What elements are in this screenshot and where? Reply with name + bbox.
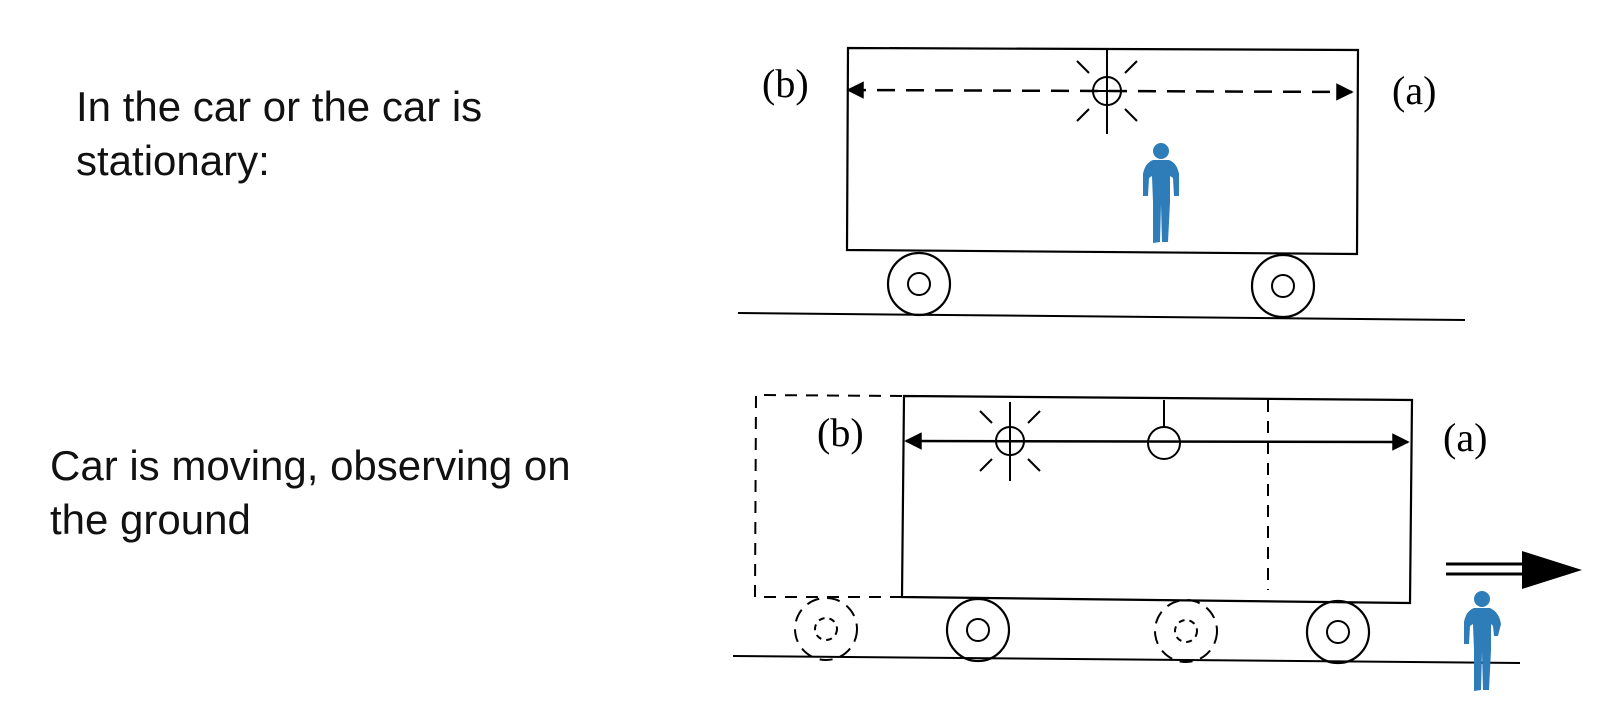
light-ray-dashed: [846, 81, 1354, 101]
label-b: (b): [817, 410, 864, 455]
caption-line: In the car or the car is: [76, 83, 483, 130]
label-a: (a): [1392, 68, 1436, 113]
stationary-car: (b) (a): [737, 46, 1466, 321]
ground-line: [732, 655, 1521, 664]
car-body: [900, 394, 1414, 605]
ground-line: [737, 312, 1466, 321]
arrow-right-icon: [1446, 551, 1582, 589]
bulb-mount: [1147, 400, 1181, 460]
wheel: [945, 597, 1011, 663]
person-icon: [1464, 591, 1501, 691]
light-ray-solid: [904, 432, 1410, 451]
previous-wheel: [1154, 599, 1218, 663]
caption-stationary: In the car or the car is stationary:: [76, 80, 482, 188]
wheel: [1305, 599, 1371, 665]
previous-wheel: [794, 597, 858, 661]
caption-line: stationary:: [76, 137, 270, 184]
flash-bulb-icon: [1076, 50, 1138, 134]
wheel: [1250, 253, 1316, 319]
person-icon: [1143, 143, 1179, 243]
label-a: (a): [1443, 415, 1487, 460]
flash-bulb-icon: [979, 402, 1041, 481]
moving-car: (b) (a): [732, 393, 1582, 691]
label-b: (b): [762, 61, 809, 106]
car-body: [845, 46, 1360, 256]
caption-line: Car is moving, observing on: [50, 442, 571, 489]
wheel: [886, 251, 952, 317]
caption-moving: Car is moving, observing on the ground: [50, 439, 571, 547]
caption-line: the ground: [50, 496, 251, 543]
previous-car-position: [753, 393, 903, 598]
